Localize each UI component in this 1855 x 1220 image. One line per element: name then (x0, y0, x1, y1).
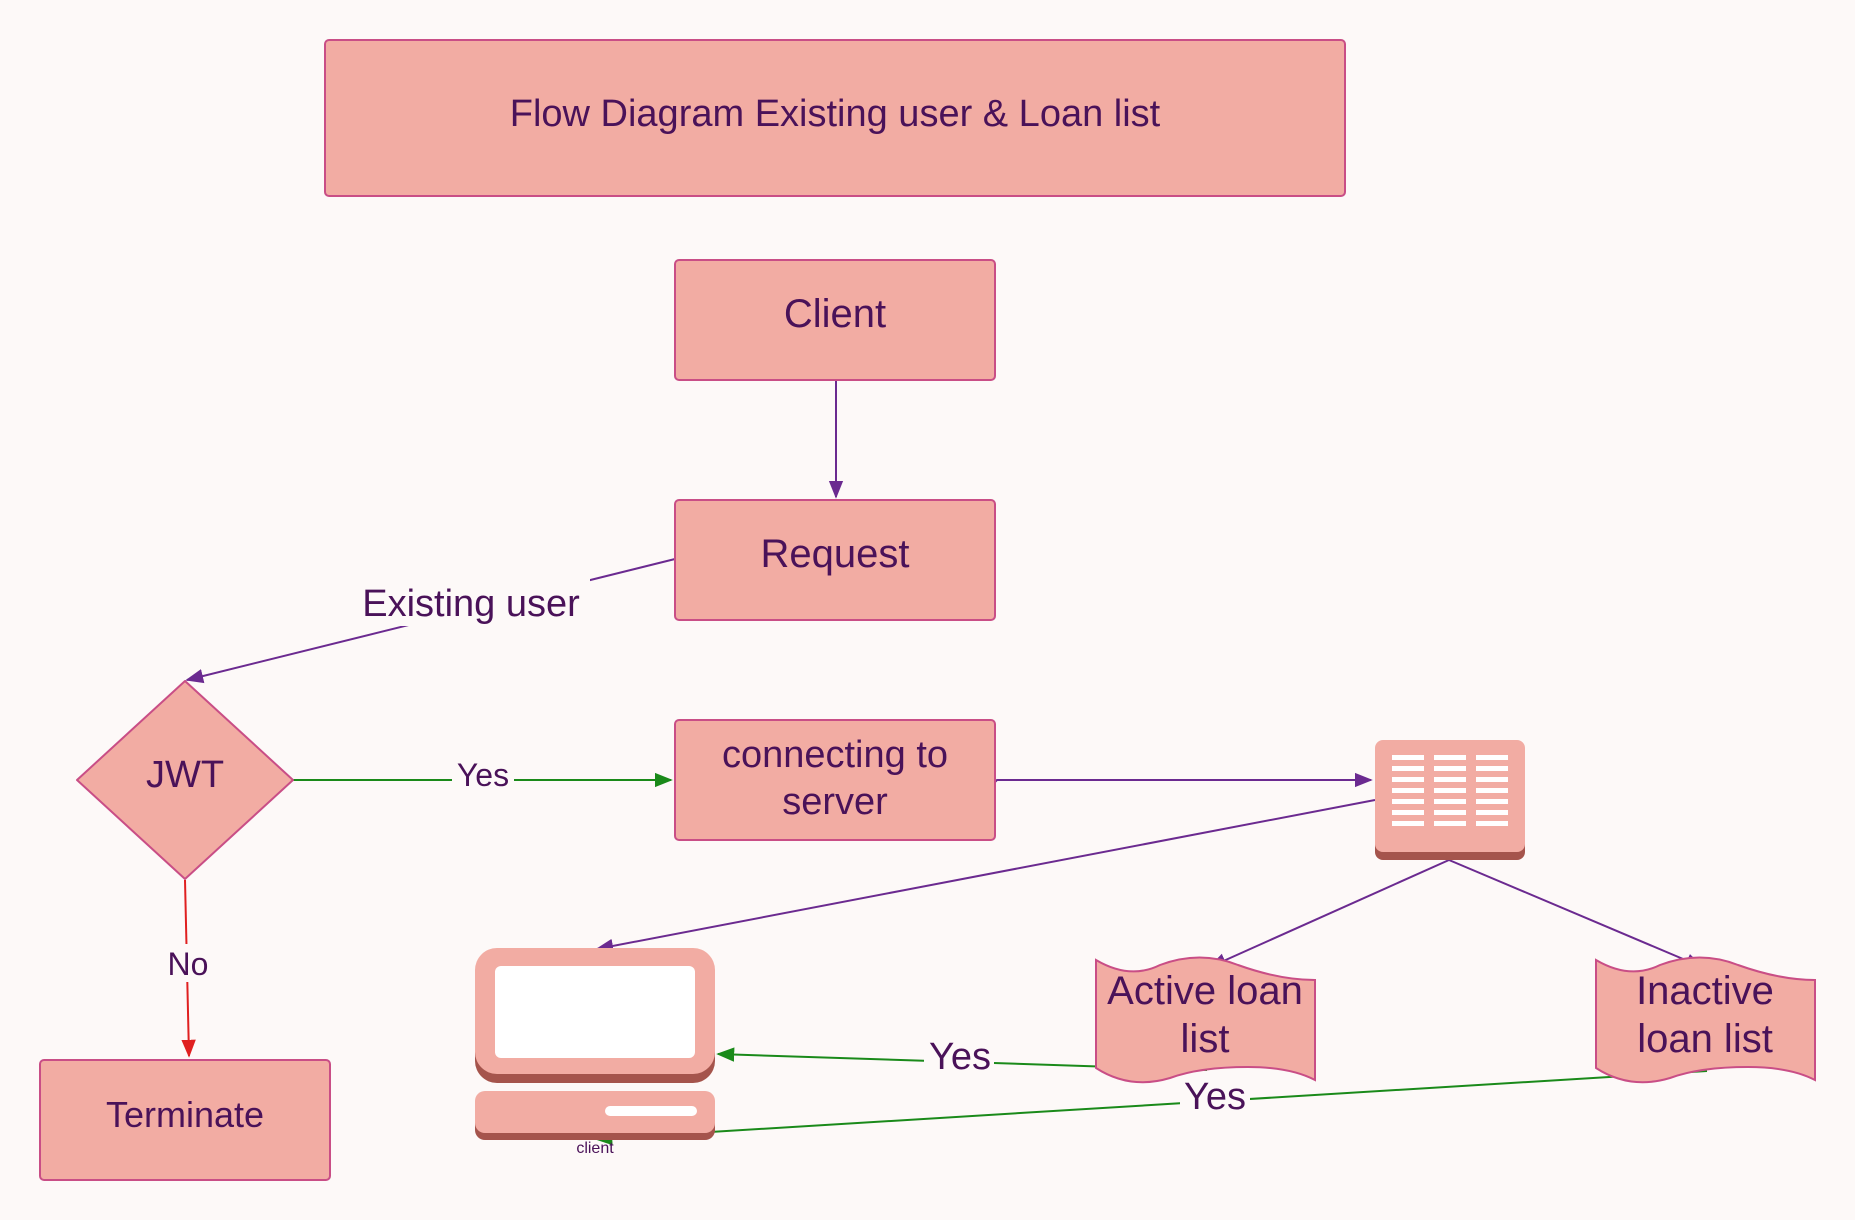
edge-label-inactive-yes: Yes (1184, 1076, 1246, 1118)
node-active-loan-list: Active loan list (1095, 956, 1316, 1084)
node-active-label-line1: Active loan (1107, 969, 1303, 1013)
node-inactive-loan-list: Inactive loan list (1595, 956, 1816, 1084)
title-node: Flow Diagram Existing user & Loan list (324, 39, 1346, 197)
node-connecting-server: connecting to server (674, 719, 996, 841)
node-client: Client (674, 259, 996, 381)
node-inactive-label-line2: loan list (1637, 1017, 1773, 1061)
edge-label-jwt-yes: Yes (457, 757, 509, 793)
node-client-label: Client (784, 292, 886, 336)
edge-label-existing-user: Existing user (362, 583, 580, 625)
node-active-label-line2: list (1181, 1017, 1230, 1061)
edge-label-bg (452, 760, 514, 798)
edge-label-bg (1180, 1076, 1250, 1118)
node-terminate: Terminate (39, 1059, 331, 1181)
node-request-label: Request (761, 532, 910, 576)
node-connecting-label-line2: server (782, 781, 888, 823)
computer-caption: client (576, 1140, 614, 1157)
edge-label-bg (162, 944, 214, 982)
edge-server-active (1208, 859, 1450, 968)
edge-inactive-computer (594, 1070, 1708, 1146)
node-terminate-label: Terminate (106, 1094, 264, 1135)
diagram-title: Flow Diagram Existing user & Loan list (510, 93, 1161, 135)
node-connecting-label-line1: connecting to (722, 734, 948, 776)
edge-server-inactive (1448, 859, 1704, 968)
node-request: Request (674, 499, 996, 621)
edge-label-bg (350, 578, 590, 626)
edge-label-jwt-no: No (168, 946, 209, 982)
edge-server-computer (595, 799, 1376, 954)
server-icon (1375, 740, 1525, 860)
edge-label-active-yes: Yes (929, 1036, 991, 1078)
edges: Existing user Yes No Yes Yes (162, 381, 1708, 1146)
computer-icon: client (475, 948, 715, 1157)
node-inactive-label-line1: Inactive (1636, 969, 1774, 1013)
node-jwt-label: JWT (146, 754, 224, 796)
edge-connecting-server (994, 772, 1373, 788)
node-jwt: JWT (76, 680, 294, 880)
edge-label-bg (924, 1036, 994, 1078)
